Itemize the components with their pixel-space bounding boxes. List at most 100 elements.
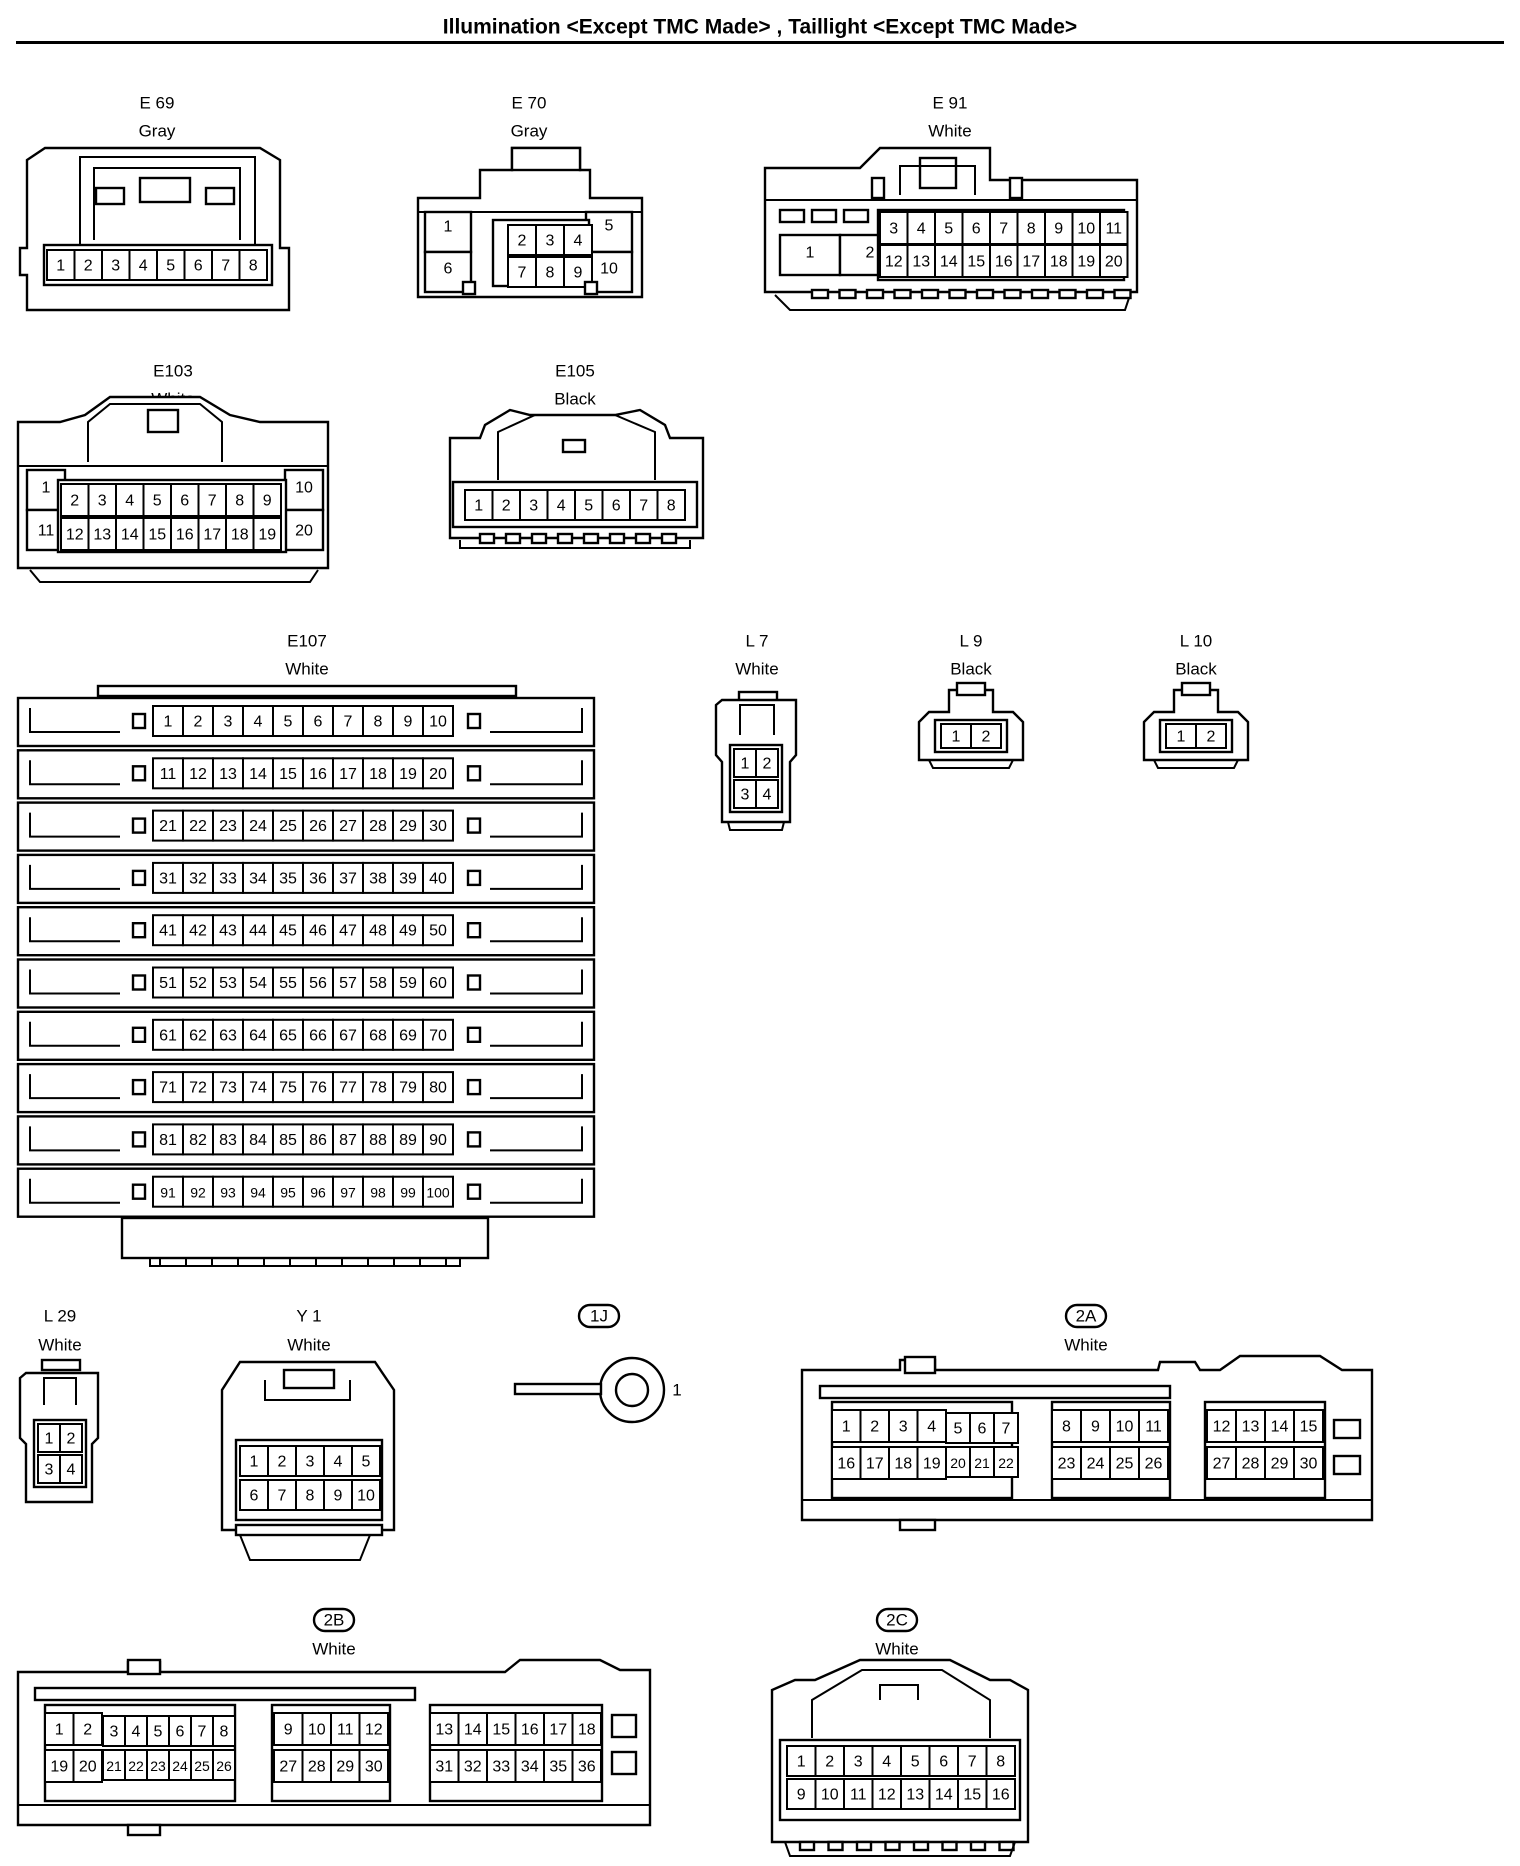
pin-cell: 7 (957, 1745, 988, 1777)
pin-number: 2 (518, 233, 527, 250)
pin-cell: 21 (102, 1749, 126, 1781)
pin-cell: 15 (957, 1778, 988, 1810)
pin-cell: 11 (1138, 1409, 1169, 1443)
pin-number: 25 (279, 818, 297, 835)
pin-cell: 28 (1235, 1446, 1266, 1480)
pin-cell: 7 (197, 483, 227, 517)
pin-cell: 58 (362, 966, 394, 999)
pin-cell: 61 (152, 1018, 184, 1051)
pin-cell: 31 (429, 1749, 460, 1783)
pin-number: 11 (1145, 1419, 1162, 1436)
pin-cell: 38 (362, 861, 394, 894)
pin-number: 53 (219, 975, 237, 992)
pin-cell: 91 (152, 1175, 184, 1208)
pin-number: 30 (1300, 1456, 1318, 1473)
pin-cell: 83 (212, 1123, 244, 1156)
pin-number: 34 (249, 870, 267, 887)
pin-cell: 22 (182, 809, 214, 842)
pin-number: 5 (166, 258, 175, 275)
pin-cell: 62 (182, 1018, 214, 1051)
pin-cell: 16 (514, 1712, 545, 1746)
pin-cell: 6 (961, 211, 991, 245)
pin-number: 21 (974, 1455, 990, 1471)
pin-cell: 8 (985, 1745, 1016, 1777)
pin-number: 2 (67, 1431, 76, 1448)
pin-cell: 18 (1044, 244, 1074, 278)
pin-number: 16 (837, 1456, 855, 1473)
pin-cell: 2 (491, 489, 521, 521)
pin-cell: 67 (332, 1018, 364, 1051)
pin-number: 49 (399, 923, 417, 940)
pin-number: 12 (189, 766, 207, 783)
pin-number: 29 (399, 818, 417, 835)
pin-cell: 15 (142, 517, 172, 551)
pin-cell: 13 (87, 517, 117, 551)
pin-cell: 93 (212, 1175, 244, 1208)
pin-cell: 24 (1080, 1446, 1111, 1480)
pin-number: 2 (194, 714, 203, 731)
pin-number: 8 (220, 1724, 229, 1741)
pin-cell: 9 (323, 1479, 353, 1511)
pin-cell: 12 (879, 244, 909, 278)
pin-number: 99 (400, 1185, 416, 1201)
pin-cell: 45 (272, 914, 304, 947)
pin-number: 78 (369, 1080, 387, 1097)
pin-number: 9 (284, 1722, 293, 1739)
pin-number: 2 (278, 1454, 287, 1471)
pin-cell: 52 (182, 966, 214, 999)
pin-cell: 13 (429, 1712, 460, 1746)
pin-cell: 23 (146, 1749, 170, 1781)
pin-number: 15 (967, 254, 985, 271)
pin-number: 97 (340, 1185, 356, 1201)
connector-color: White (928, 122, 971, 141)
pin-number: 34 (521, 1759, 539, 1776)
pin-number: 3 (889, 221, 898, 238)
pin-number: 100 (426, 1185, 450, 1201)
pin-number: 24 (172, 1758, 188, 1774)
connector-label: L 9 (959, 632, 982, 651)
connector-label: 2A (1076, 1307, 1097, 1326)
pin-number: 28 (369, 818, 387, 835)
pin-cell: 5 (351, 1445, 381, 1477)
pin-cell: 1 (831, 1409, 862, 1443)
pin-number: 26 (216, 1758, 232, 1774)
pin-number: 23 (1058, 1456, 1076, 1473)
pin-number: 16 (521, 1722, 539, 1739)
pin-number: 2 (70, 493, 79, 510)
pin-cell: 56 (302, 966, 334, 999)
pin-cell: 3 (535, 224, 565, 256)
pin-cell: 12 (60, 517, 90, 551)
pin-number: 3 (546, 233, 555, 250)
pin-cell: 4 (916, 1409, 947, 1443)
pin-number: 1 (797, 1754, 806, 1771)
connector-color: White (312, 1640, 355, 1659)
pin-cell: 4 (755, 779, 779, 809)
pin-number: 5 (605, 218, 614, 235)
pin-number: 16 (176, 527, 194, 544)
connector-label: 2B (324, 1611, 345, 1630)
connector-label: E103 (153, 362, 193, 381)
pin-cell: 5 (146, 1715, 170, 1747)
pin-cell: 49 (392, 914, 424, 947)
pin-cell: 14 (115, 517, 145, 551)
pin-number: 9 (263, 493, 272, 510)
pin-cell: 10 (351, 1479, 381, 1511)
pin-cell: 17 (543, 1712, 574, 1746)
pin-number: 14 (249, 766, 267, 783)
pin-number: 94 (250, 1185, 266, 1201)
pin-number: 24 (1087, 1456, 1105, 1473)
pin-cell: 19 (44, 1749, 75, 1783)
pin-cell: 76 (302, 1071, 334, 1104)
pin-number: 43 (219, 923, 237, 940)
pin-cell: 22 (124, 1749, 148, 1781)
pin-number: 24 (249, 818, 267, 835)
pin-number: 32 (464, 1759, 482, 1776)
pin-cell: 2 (73, 249, 103, 281)
pin-cell: 1 (786, 1745, 817, 1777)
